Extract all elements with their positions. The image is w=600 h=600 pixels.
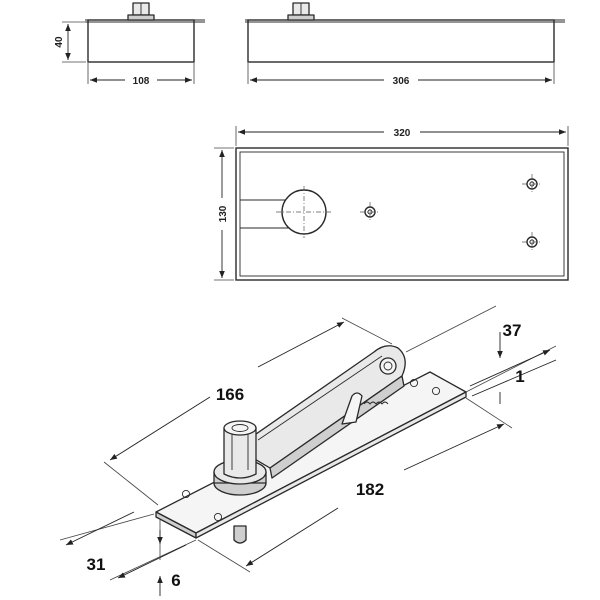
plan-view-mounting-hole <box>522 232 542 252</box>
plan-view: 320 130 <box>214 126 569 281</box>
side-view-spindle <box>287 2 315 21</box>
plan-view-mounting-hole <box>522 174 542 194</box>
iso-bottom-spigot <box>233 525 247 544</box>
dimension-label-31: 31 <box>87 555 106 574</box>
side-view: 306 <box>245 2 565 87</box>
dimension-width-130: 130 <box>214 147 234 281</box>
dimension-label-1: 1 <box>515 367 524 386</box>
iso-latch-lever <box>341 392 363 425</box>
side-view-housing <box>247 19 555 63</box>
dimension-label-320: 320 <box>394 128 411 139</box>
iso-plate-hole <box>409 378 419 388</box>
isometric-view: 166 182 37 1 31 <box>59 305 557 596</box>
dimension-label-182: 182 <box>356 480 384 499</box>
dimension-height-37: 37 1 <box>405 305 557 404</box>
iso-plate-hole <box>431 386 441 396</box>
dimension-height-40: 40 <box>54 21 86 63</box>
dimension-length-320: 320 <box>235 126 569 146</box>
dimension-label-166: 166 <box>216 385 244 404</box>
iso-plate-hole <box>181 489 191 499</box>
dimension-plate-182: 182 <box>197 397 513 573</box>
end-view-spindle <box>127 2 155 21</box>
iso-spring <box>363 401 389 405</box>
dimension-width-31: 31 <box>59 511 197 581</box>
plan-view-mounting-hole <box>360 202 380 222</box>
dimension-label-40: 40 <box>54 36 65 48</box>
plan-view-spindle-slot <box>240 199 290 229</box>
dimension-arm-166: 166 <box>103 317 393 506</box>
iso-arm <box>235 345 406 479</box>
dimension-label-6: 6 <box>171 571 180 590</box>
iso-spindle <box>223 420 257 479</box>
dimension-length-306: 306 <box>247 63 555 87</box>
dimension-label-37: 37 <box>503 321 522 340</box>
iso-plate-hole <box>213 512 223 522</box>
dimension-label-306: 306 <box>393 76 410 87</box>
end-view-housing <box>87 19 195 63</box>
dimension-depth-6: 6 <box>157 520 181 596</box>
dimension-label-108: 108 <box>133 76 150 87</box>
dimension-label-130: 130 <box>218 205 229 222</box>
end-view: 40 108 <box>54 2 205 87</box>
dimension-width-108: 108 <box>87 63 195 87</box>
